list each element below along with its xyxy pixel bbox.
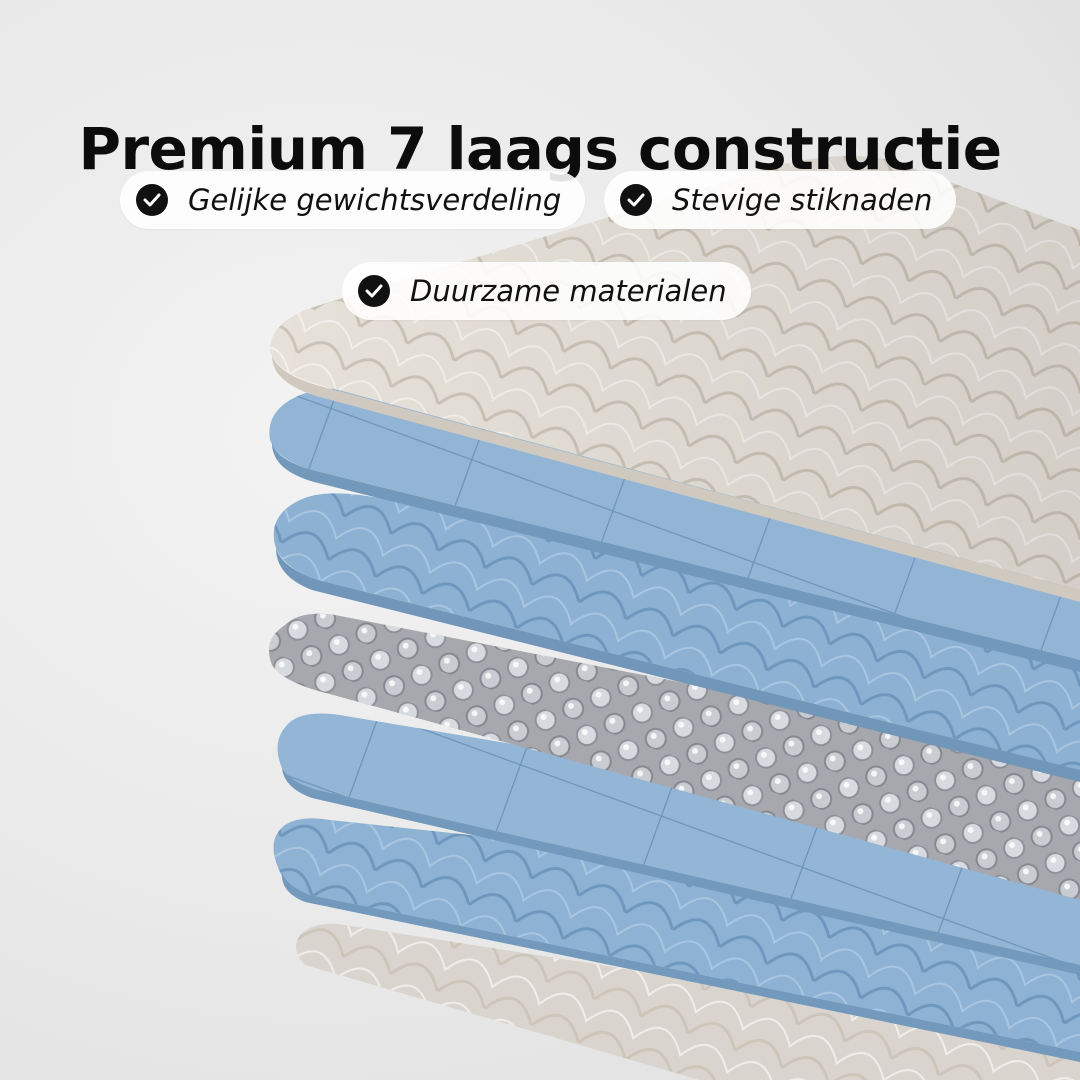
- layer-6-blue-quilted: [273, 818, 1080, 1062]
- feature-pill-materials: Duurzame materialen: [342, 262, 751, 320]
- layer-5-blue-grid: [277, 713, 1080, 975]
- layer-3-blue-quilted: [273, 493, 1080, 782]
- feature-label: Gelijke gewichtsverdeling: [188, 183, 562, 217]
- check-circle-icon: [620, 184, 652, 216]
- layer-2-blue-grid: [269, 388, 1080, 672]
- check-circle-icon: [136, 184, 168, 216]
- layer-7-cream: [296, 923, 1080, 1080]
- feature-pill-stitching: Stevige stiknaden: [604, 171, 957, 229]
- layer-4-gel-beads: [268, 613, 1080, 900]
- feature-label: Stevige stiknaden: [672, 183, 933, 217]
- feature-pill-weight-distribution: Gelijke gewichtsverdeling: [120, 171, 586, 229]
- feature-label: Duurzame materialen: [410, 274, 727, 308]
- check-circle-icon: [358, 275, 390, 307]
